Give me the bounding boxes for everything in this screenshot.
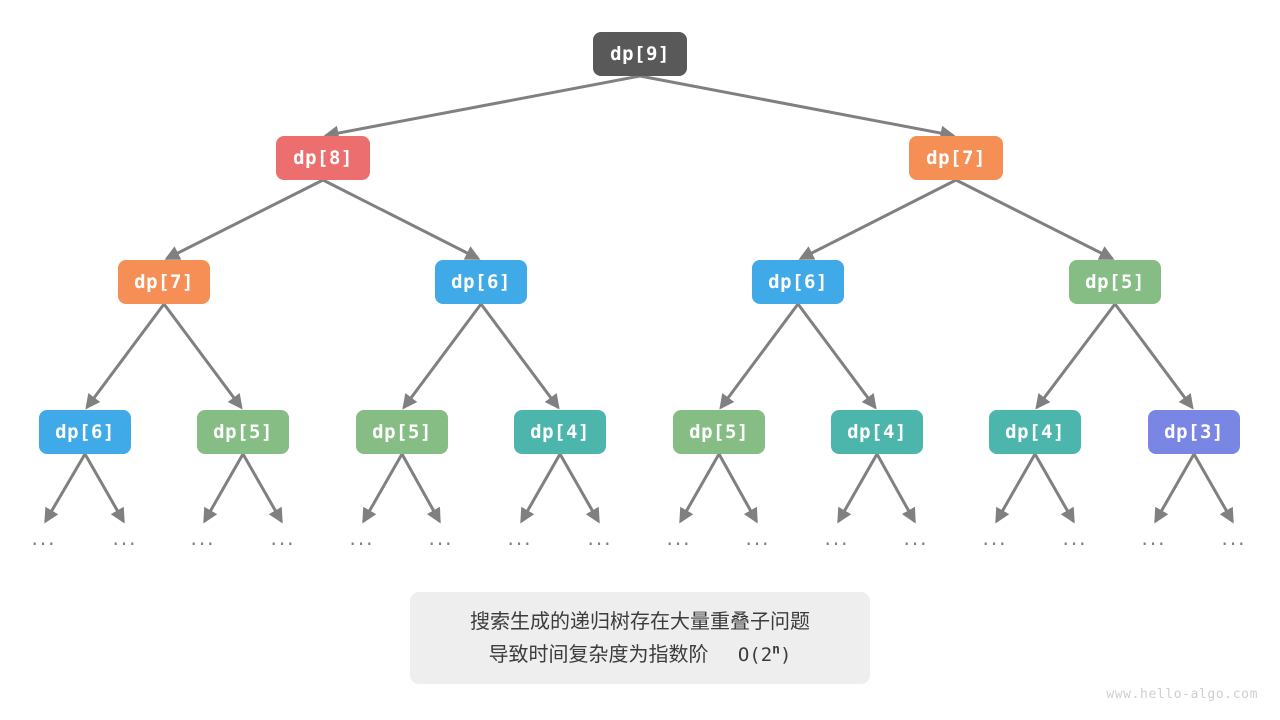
complexity-close: )	[779, 643, 792, 666]
tree-node-dp-6[interactable]: dp[6]	[39, 410, 131, 454]
tree-edge	[362, 453, 404, 524]
ellipsis-marker: ...	[666, 526, 692, 550]
tree-node-label: dp[5]	[372, 421, 432, 443]
tree-edge	[1113, 303, 1194, 410]
tree-edge	[402, 303, 483, 410]
tree-edge	[164, 178, 324, 260]
tree-node-dp-7[interactable]: dp[7]	[118, 260, 210, 304]
ellipsis-marker: ...	[745, 526, 771, 550]
tree-edge	[323, 74, 641, 141]
tree-edge	[796, 303, 877, 410]
ellipsis-marker: ...	[31, 526, 57, 550]
tree-node-dp-8[interactable]: dp[8]	[276, 136, 370, 180]
tree-edge	[400, 453, 441, 524]
tree-edge	[875, 453, 916, 524]
tree-node-label: dp[4]	[1005, 421, 1065, 443]
ellipsis-marker: ...	[1221, 526, 1247, 550]
tree-node-label: dp[5]	[689, 421, 749, 443]
caption-line-2-text: 导致时间复杂度为指数阶	[488, 641, 709, 666]
caption-line-1: 搜索生成的递归树存在大量重叠子问题	[470, 608, 810, 633]
tree-node-label: dp[6]	[768, 271, 828, 293]
tree-node-label: dp[4]	[530, 421, 590, 443]
tree-node-dp-4[interactable]: dp[4]	[514, 410, 606, 454]
tree-node-dp-6[interactable]: dp[6]	[752, 260, 844, 304]
caption-line-2: 导致时间复杂度为指数阶 O(2n)	[489, 640, 792, 670]
tree-node-label: dp[6]	[451, 271, 511, 293]
tree-node-dp-5[interactable]: dp[5]	[1069, 260, 1161, 304]
tree-node-dp-5[interactable]: dp[5]	[197, 410, 289, 454]
tree-edge	[85, 303, 166, 410]
ellipsis-marker: ...	[270, 526, 296, 550]
tree-edge	[322, 178, 481, 260]
ellipsis-marker: ...	[1062, 526, 1088, 550]
tree-node-dp-5[interactable]: dp[5]	[673, 410, 765, 454]
tree-node-label: dp[4]	[847, 421, 907, 443]
ellipsis-marker: ...	[190, 526, 216, 550]
tree-edge	[558, 453, 600, 524]
tree-edge	[203, 453, 245, 524]
tree-edge	[995, 453, 1037, 524]
tree-edge	[798, 178, 957, 260]
caption-box: 搜索生成的递归树存在大量重叠子问题 导致时间复杂度为指数阶 O(2n)	[410, 592, 870, 684]
complexity-notation: O(2n)	[715, 642, 792, 666]
tree-node-dp-6[interactable]: dp[6]	[435, 260, 527, 304]
tree-edge	[955, 178, 1115, 260]
watermark: www.hello-algo.com	[1106, 687, 1258, 702]
tree-edge	[479, 303, 560, 410]
tree-edge	[717, 453, 758, 524]
tree-node-label: dp[9]	[610, 43, 670, 65]
tree-node-label: dp[8]	[293, 147, 353, 169]
ellipsis-marker: ...	[507, 526, 533, 550]
tree-node-label: dp[3]	[1164, 421, 1224, 443]
tree-node-dp-5[interactable]: dp[5]	[356, 410, 448, 454]
tree-edge	[1154, 453, 1196, 524]
tree-edge	[241, 453, 283, 524]
tree-edges	[44, 74, 1234, 524]
ellipsis-marker: ...	[903, 526, 929, 550]
tree-edge	[1035, 303, 1117, 410]
ellipsis-marker: ...	[587, 526, 613, 550]
complexity-exponent: n	[772, 642, 780, 658]
tree-edge	[520, 453, 562, 524]
tree-node-dp-4[interactable]: dp[4]	[989, 410, 1081, 454]
tree-edge	[1192, 453, 1234, 524]
tree-node-label: dp[5]	[213, 421, 273, 443]
ellipsis-marker: ...	[982, 526, 1008, 550]
ellipsis-marker: ...	[428, 526, 454, 550]
complexity-open: O(2	[737, 643, 773, 666]
tree-edge	[162, 303, 243, 410]
ellipsis-marker: ...	[112, 526, 138, 550]
tree-edge	[679, 453, 721, 524]
ellipsis-marker: ...	[1141, 526, 1167, 550]
tree-node-dp-9[interactable]: dp[9]	[593, 32, 687, 76]
tree-node-dp-4[interactable]: dp[4]	[831, 410, 923, 454]
tree-edge	[639, 74, 956, 141]
tree-edge	[83, 453, 125, 524]
ellipsis-marker: ...	[824, 526, 850, 550]
tree-node-label: dp[7]	[134, 271, 194, 293]
tree-edge	[719, 303, 800, 410]
tree-edge	[837, 453, 879, 524]
tree-node-dp-3[interactable]: dp[3]	[1148, 410, 1240, 454]
tree-edge	[44, 453, 87, 524]
ellipsis-marker: ...	[349, 526, 375, 550]
tree-node-label: dp[6]	[55, 421, 115, 443]
tree-node-dp-7[interactable]: dp[7]	[909, 136, 1003, 180]
tree-edge	[1033, 453, 1075, 524]
tree-node-label: dp[7]	[926, 147, 986, 169]
tree-node-label: dp[5]	[1085, 271, 1145, 293]
